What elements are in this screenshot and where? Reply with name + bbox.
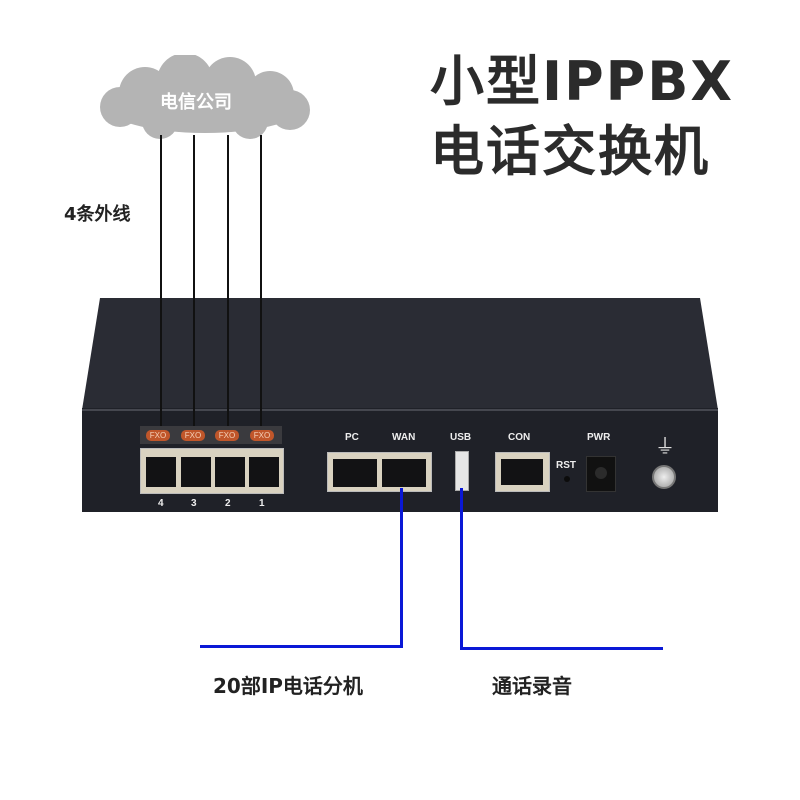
fxo-ports[interactable] xyxy=(140,448,284,494)
usb-line xyxy=(460,488,463,650)
fxo-label-2: FXO xyxy=(215,430,239,441)
fxo-label-1: FXO xyxy=(250,430,274,441)
reset-button[interactable] xyxy=(564,476,570,482)
con-port[interactable] xyxy=(495,452,550,492)
wan-line xyxy=(400,488,403,648)
wan-label: WAN xyxy=(392,432,416,443)
line-fxo-3 xyxy=(193,135,195,430)
recording-line xyxy=(460,647,663,650)
cloud-icon xyxy=(100,55,310,139)
port-number-1: 1 xyxy=(259,498,265,509)
cloud-label: 电信公司 xyxy=(160,92,232,113)
line-fxo-2 xyxy=(227,135,229,430)
recording-label: 通话录音 xyxy=(492,674,572,698)
port-number-3: 3 xyxy=(191,498,197,509)
rst-label: RST xyxy=(556,460,576,471)
ground-icon: ⏚ xyxy=(655,434,675,458)
con-label: CON xyxy=(508,432,531,443)
port-number-2: 2 xyxy=(225,498,231,509)
extensions-label: 20部IP电话分机 xyxy=(213,674,363,698)
power-jack[interactable] xyxy=(586,456,616,492)
fxo-strip xyxy=(140,426,282,444)
fxo-label-3: FXO xyxy=(181,430,205,441)
pwr-label: PWR xyxy=(587,432,611,443)
extension-line xyxy=(200,645,403,648)
usb-label: USB xyxy=(450,432,472,443)
lines-label: 4条外线 xyxy=(64,204,131,225)
usb-port[interactable] xyxy=(455,451,469,491)
pc-wan-ports[interactable] xyxy=(327,452,432,492)
fxo-label-4: FXO xyxy=(146,430,170,441)
line-fxo-4 xyxy=(160,135,162,430)
title-line1: 小型IPPBX xyxy=(430,50,735,113)
pc-label: PC xyxy=(345,432,359,443)
port-number-4: 4 xyxy=(158,498,164,509)
title-line2: 电话交换机 xyxy=(430,120,710,183)
line-fxo-1 xyxy=(260,135,262,430)
ground-screw xyxy=(652,465,676,489)
device-top xyxy=(82,298,718,410)
